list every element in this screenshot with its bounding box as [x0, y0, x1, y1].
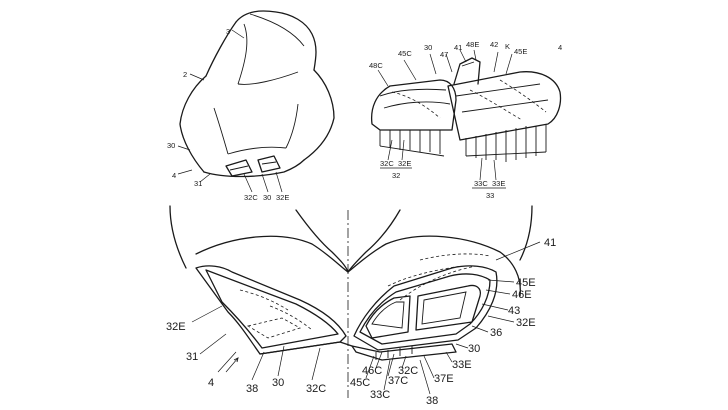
label-32c: 32C — [244, 193, 258, 202]
label-30: 30 — [167, 141, 175, 150]
label-32e-tr: 32E — [398, 159, 411, 168]
label-33e: 33E — [492, 179, 505, 188]
label-37c-b: 37C — [388, 375, 408, 387]
headlight-perspective-view: 4 45C 30 47 41 48E 42 K 45E 48C 32C 32E … — [369, 40, 562, 200]
label-32e-l: 32E — [166, 321, 186, 333]
label-47: 47 — [440, 50, 448, 59]
label-48c: 48C — [369, 61, 383, 70]
label-42: 42 — [490, 40, 498, 49]
label-45c: 45C — [398, 49, 412, 58]
label-2: 2 — [183, 70, 187, 79]
label-48e: 48E — [466, 40, 479, 49]
label-33e-b: 33E — [452, 359, 472, 371]
label-36-b: 36 — [490, 327, 502, 339]
label-41: 41 — [454, 43, 462, 52]
label-43-b: 43 — [508, 305, 520, 317]
label-32c-tr: 32C — [380, 159, 394, 168]
label-41-b: 41 — [544, 237, 556, 249]
label-32c-r: 32C — [398, 365, 418, 377]
label-45e-b: 45E — [516, 277, 536, 289]
label-33c-b: 33C — [370, 389, 390, 401]
label-45e: 45E — [514, 47, 527, 56]
label-k: K — [505, 42, 510, 51]
label-45c-b: 45C — [350, 377, 370, 389]
label-30b: 30 — [263, 193, 271, 202]
label-4-tr: 4 — [558, 43, 562, 52]
label-32e-r: 32E — [516, 317, 536, 329]
label-4: 4 — [172, 171, 176, 180]
label-30-tr: 30 — [424, 43, 432, 52]
enlarged-front-view: 41 45E 46E 43 32E 36 30 33E 37E 38 32C 4… — [166, 205, 556, 407]
label-4-b: 4 — [208, 377, 214, 389]
label-33c: 33C — [474, 179, 488, 188]
label-32c-l: 32C — [306, 383, 326, 395]
label-32e: 32E — [276, 193, 289, 202]
label-3: 3 — [226, 27, 230, 36]
fairing-front-view: 3 2 30 4 31 32C 30 32E — [167, 10, 335, 202]
label-46c-b: 46C — [362, 365, 382, 377]
label-31: 31 — [194, 179, 202, 188]
label-38-r: 38 — [426, 395, 438, 407]
label-31-b: 31 — [186, 351, 198, 363]
label-30-l: 30 — [272, 377, 284, 389]
label-30-r: 30 — [468, 343, 480, 355]
label-32-tr: 32 — [392, 171, 400, 180]
label-37e-b: 37E — [434, 373, 454, 385]
label-33: 33 — [486, 191, 494, 200]
label-46e-b: 46E — [512, 289, 532, 301]
label-38-l: 38 — [246, 383, 258, 395]
